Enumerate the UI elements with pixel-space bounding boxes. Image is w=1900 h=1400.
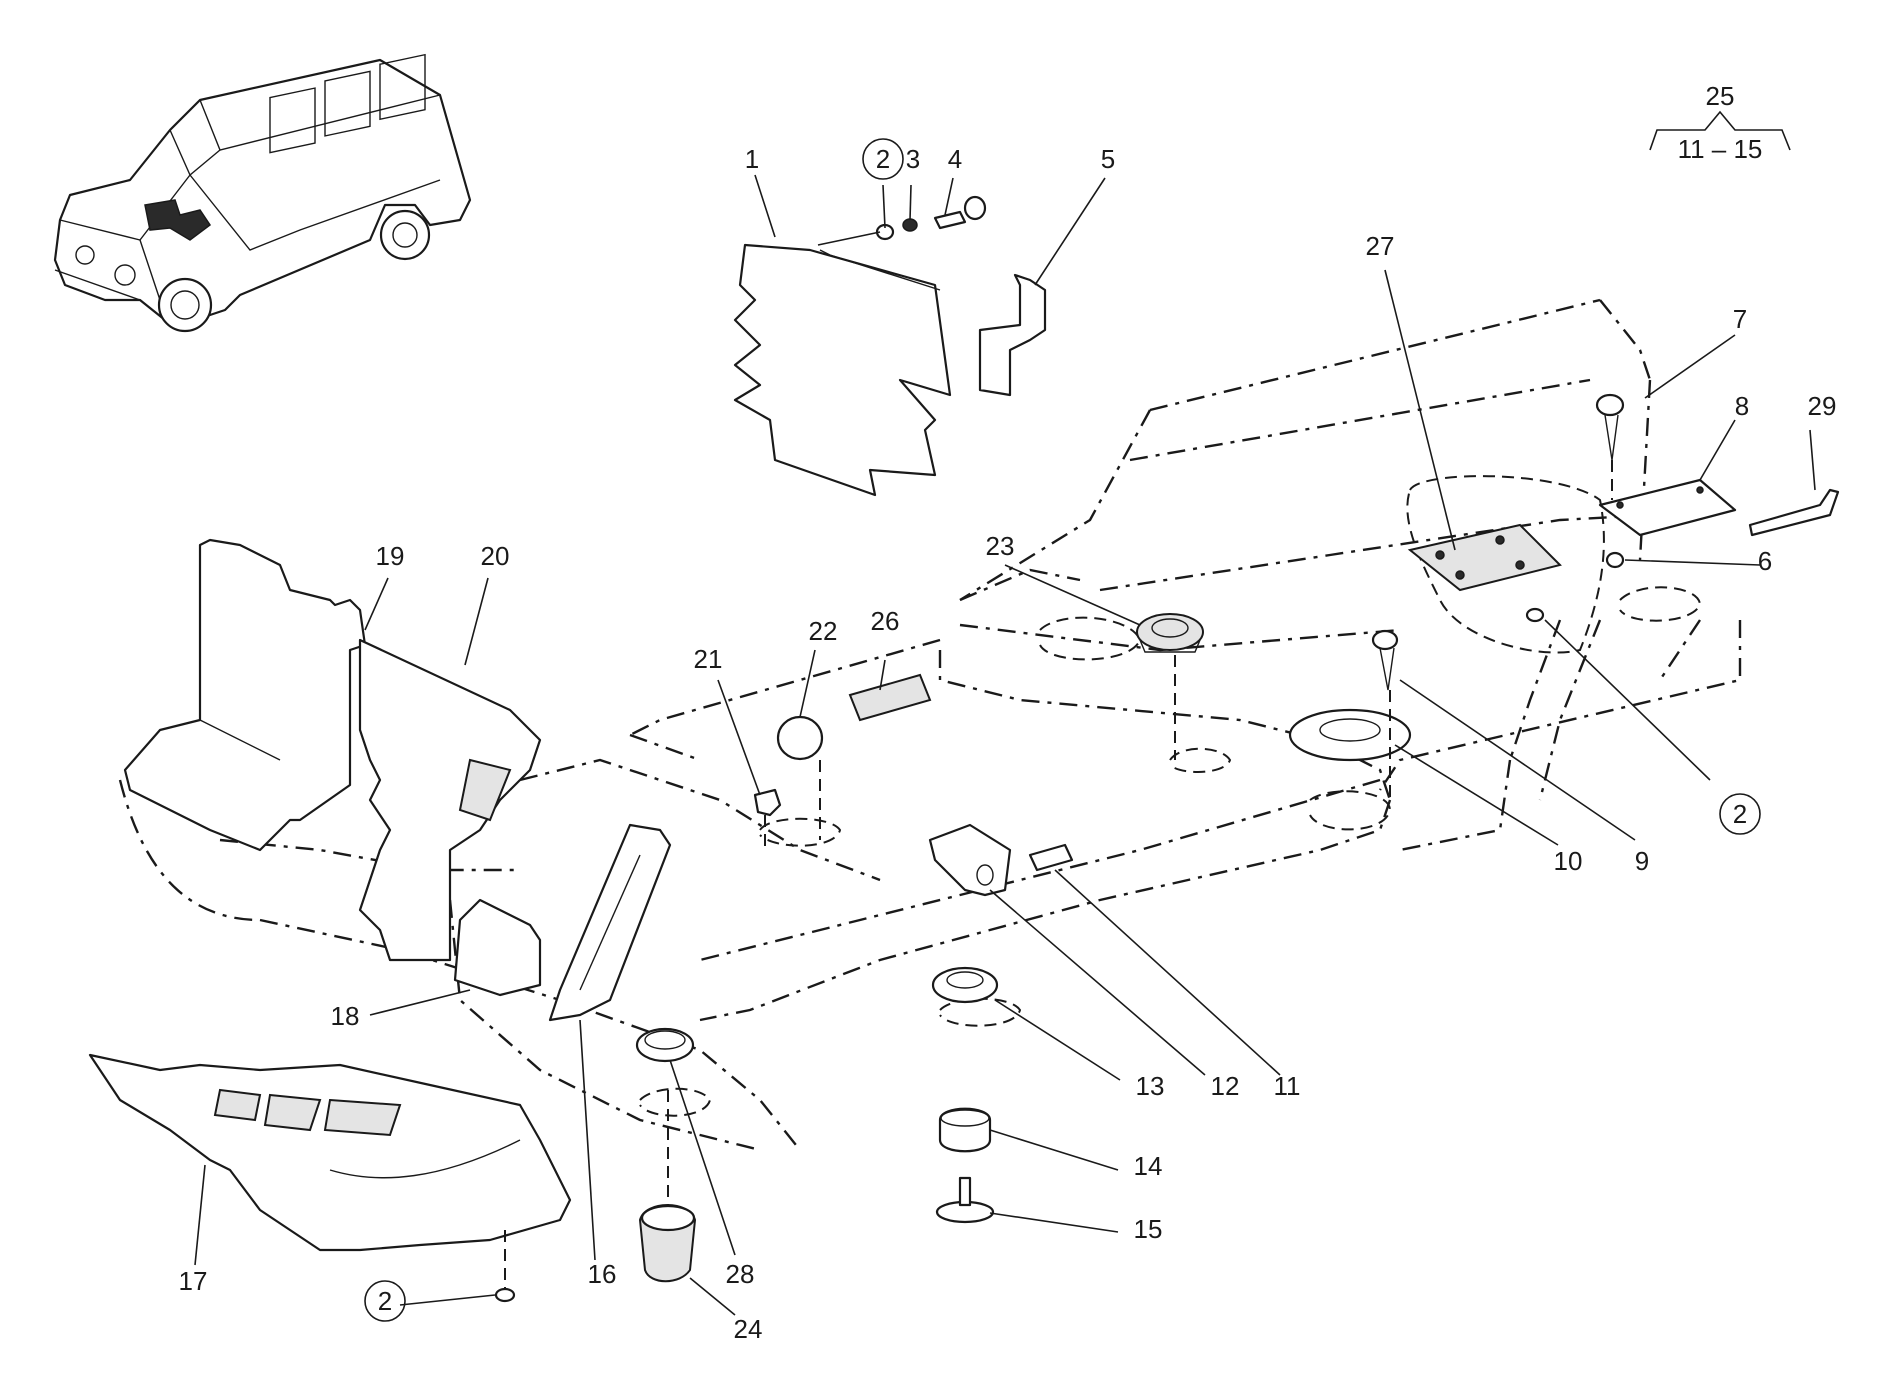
part-27-pad <box>1407 523 1562 592</box>
callout-circle-c2b <box>1719 793 1761 835</box>
callout-label-c23: 23 <box>986 531 1015 561</box>
group-note-range: 11 – 15 <box>1678 134 1763 164</box>
callout-label-c26: 26 <box>871 606 900 636</box>
part-6-nut <box>1605 551 1625 569</box>
part-17-tunnel-cover <box>88 1053 572 1252</box>
callout-label-c27: 27 <box>1366 231 1395 261</box>
part-16-strip <box>548 823 672 1022</box>
part-12-bracket <box>928 823 1012 897</box>
callout-label-c9: 9 <box>1635 846 1649 876</box>
callout-label-c4: 4 <box>948 144 962 174</box>
group-note: 25 11 – 15 <box>1649 81 1791 164</box>
part-7-screw <box>1595 393 1625 461</box>
callout-label-c28: 28 <box>726 1259 755 1289</box>
part-5-bracket <box>978 273 1047 397</box>
callout-label-c11: 11 <box>1274 1071 1301 1101</box>
callout-label-c12: 12 <box>1211 1071 1240 1101</box>
part-28-plug <box>635 1027 695 1063</box>
callout-circle-c2a <box>862 138 904 180</box>
part-19-insulation <box>123 538 367 852</box>
callout-label-c17: 17 <box>179 1266 208 1296</box>
callout-label-c10: 10 <box>1554 846 1583 876</box>
part-10-plate <box>1288 708 1412 762</box>
part-18-insulation <box>453 898 542 997</box>
vehicle-locator-illustration <box>53 53 472 333</box>
callout-label-c2c: 2 <box>378 1286 392 1316</box>
callout-label-c29: 29 <box>1808 391 1837 421</box>
part-26-grommet <box>848 673 932 722</box>
callout-label-c1: 1 <box>745 144 759 174</box>
callout-label-c6: 6 <box>1758 546 1772 576</box>
group-note-top: 25 <box>1706 81 1735 111</box>
part-21-clip <box>753 788 782 817</box>
callout-label-c8: 8 <box>1735 391 1749 421</box>
part-13-grommet <box>931 966 999 1004</box>
part-14-bumper <box>938 1107 992 1153</box>
part-8-cover-plate <box>1598 478 1737 537</box>
callout-label-c2a: 2 <box>876 144 890 174</box>
callout-label-c14: 14 <box>1134 1151 1163 1181</box>
part-22-plug <box>776 715 824 761</box>
leader-lines <box>194 174 1816 1316</box>
callout-label-c20: 20 <box>481 541 510 571</box>
callout-label-c13: 13 <box>1136 1071 1165 1101</box>
callout-label-c5: 5 <box>1101 144 1115 174</box>
part-2-washer-right <box>1525 607 1545 623</box>
callout-label-c21: 21 <box>694 644 723 674</box>
part-11-sleeve <box>1028 843 1074 872</box>
part-20-insulation <box>358 638 542 962</box>
part-9-screw <box>1371 629 1399 691</box>
callout-label-c3: 3 <box>906 144 920 174</box>
callout-label-c19: 19 <box>376 541 405 571</box>
callout-label-c24: 24 <box>734 1314 763 1344</box>
part-29-key <box>1748 488 1840 537</box>
callout-circle-c2c <box>364 1280 406 1322</box>
part-23-grommet <box>1136 613 1204 653</box>
callout-label-c22: 22 <box>809 616 838 646</box>
callout-label-c18: 18 <box>331 1001 360 1031</box>
part-2-3-4-fasteners <box>875 195 987 241</box>
callout-label-c7: 7 <box>1733 304 1747 334</box>
callout-label-c16: 16 <box>588 1259 617 1289</box>
part-24-grommet <box>638 1204 697 1283</box>
callout-label-c15: 15 <box>1134 1214 1163 1244</box>
part-1-insulation-panel <box>733 243 952 497</box>
part-15-pin <box>935 1176 995 1224</box>
part-2-washer-bottom <box>494 1287 516 1303</box>
callout-label-c2b: 2 <box>1733 799 1747 829</box>
